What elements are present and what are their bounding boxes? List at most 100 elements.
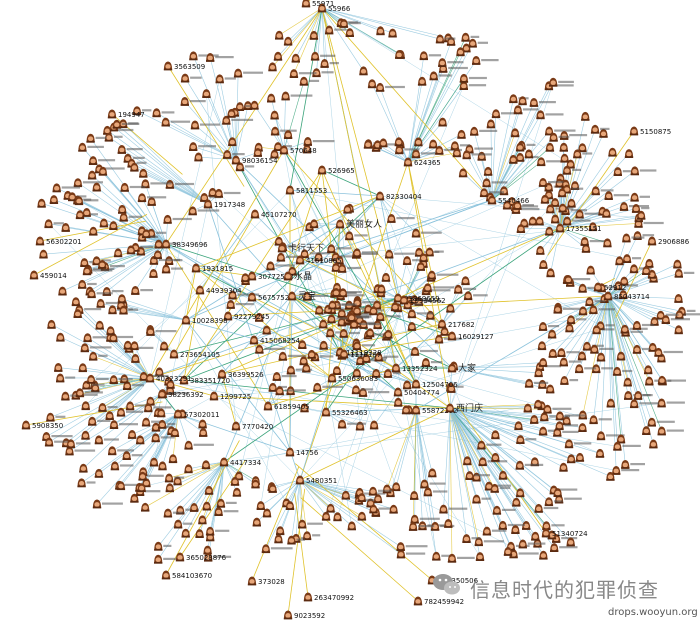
graph-edge	[283, 96, 286, 151]
peripheral-node-icon	[590, 344, 599, 354]
node-label-smudge	[161, 111, 175, 114]
graph-edge	[451, 367, 539, 373]
node-label-smudge	[413, 299, 431, 302]
node-label-smudge	[432, 286, 455, 289]
peripheral-node-icon	[274, 236, 284, 246]
peripheral-node-icon	[204, 485, 214, 495]
node-label-smudge	[643, 394, 653, 397]
outlier-node-icon	[161, 570, 171, 580]
peripheral-node-icon	[80, 258, 89, 267]
node-label-smudge	[564, 414, 586, 417]
peripheral-node-icon	[165, 483, 174, 493]
graph-edge	[343, 324, 364, 355]
peripheral-node-icon	[575, 209, 584, 219]
node-label-smudge	[113, 135, 123, 138]
graph-edge	[343, 335, 453, 355]
node-label-smudge	[287, 354, 307, 357]
peripheral-node-icon	[516, 488, 525, 498]
graph-edge	[582, 295, 609, 416]
peripheral-node-icon	[164, 473, 174, 483]
peripheral-node-icon	[273, 51, 283, 61]
peripheral-node-icon	[616, 434, 626, 444]
graph-edge	[121, 298, 187, 321]
peripheral-node-icon	[465, 471, 474, 480]
node-label-smudge	[171, 267, 184, 270]
peripheral-node-icon	[624, 149, 634, 158]
peripheral-node-icon	[75, 210, 85, 220]
graph-edge	[279, 7, 323, 36]
graph-edge	[299, 479, 352, 527]
hub-node-icon	[411, 379, 421, 389]
peripheral-node-icon	[630, 192, 639, 202]
peripheral-node-icon	[335, 255, 344, 265]
node-label-smudge	[193, 443, 214, 446]
peripheral-node-icon	[352, 341, 362, 351]
node-label-smudge	[341, 291, 362, 294]
node-label-smudge	[135, 404, 147, 407]
graph-edge	[223, 461, 256, 481]
peripheral-node-icon	[141, 179, 150, 189]
graph-edge	[223, 227, 561, 463]
node-label-smudge	[686, 309, 696, 312]
hub-node-icon	[295, 475, 305, 485]
peripheral-node-icon	[414, 137, 423, 147]
node-label-smudge	[136, 161, 147, 164]
outlier-node-icon	[107, 109, 117, 119]
graph-edge	[559, 170, 635, 229]
peripheral-node-icon	[385, 249, 394, 259]
node-label-smudge	[77, 195, 87, 198]
hub-node-icon	[295, 255, 305, 265]
peripheral-node-icon	[674, 268, 683, 278]
node-label-smudge	[605, 324, 615, 327]
peripheral-node-icon	[447, 384, 456, 393]
graph-edge	[321, 7, 325, 64]
peripheral-node-icon	[546, 268, 555, 278]
peripheral-node-icon	[499, 186, 509, 196]
peripheral-node-icon	[401, 405, 411, 415]
node-label-smudge	[569, 134, 588, 137]
peripheral-node-icon	[427, 270, 436, 280]
graph-edge	[449, 407, 516, 530]
node-label-smudge	[553, 500, 563, 503]
peripheral-node-icon	[575, 452, 585, 462]
node-label-smudge	[337, 303, 357, 306]
node-label-smudge	[527, 542, 546, 545]
node-label-smudge	[172, 217, 192, 221]
peripheral-node-icon	[538, 178, 548, 187]
watermark-site: drops.wooyun.org	[608, 607, 698, 618]
peripheral-node-icon	[560, 376, 569, 385]
hub-node-label: 7770420	[242, 423, 273, 431]
node-label-smudge	[378, 489, 392, 492]
node-label-smudge	[163, 557, 180, 560]
peripheral-node-icon	[434, 334, 444, 344]
graph-edge	[339, 351, 594, 420]
peripheral-node-icon	[37, 198, 46, 208]
hub-node-label: 38236392	[168, 391, 204, 399]
peripheral-node-icon	[125, 401, 135, 411]
node-label-smudge	[110, 265, 125, 268]
peripheral-node-icon	[241, 273, 250, 283]
node-label-smudge	[362, 251, 379, 254]
graph-edge	[449, 407, 536, 537]
node-label-smudge	[321, 71, 334, 74]
peripheral-node-icon	[333, 512, 342, 522]
peripheral-node-icon	[82, 208, 91, 217]
peripheral-node-icon	[327, 244, 336, 254]
peripheral-node-icon	[108, 446, 117, 456]
node-label-smudge	[368, 391, 390, 394]
peripheral-node-icon	[562, 165, 572, 175]
graph-edge	[451, 366, 540, 369]
peripheral-node-icon	[520, 218, 529, 228]
peripheral-node-icon	[352, 306, 362, 316]
graph-edge	[265, 479, 301, 549]
node-label-smudge	[336, 317, 348, 320]
peripheral-node-icon	[524, 378, 534, 388]
peripheral-node-icon	[477, 440, 486, 450]
peripheral-node-icon	[166, 379, 175, 389]
graph-edge	[165, 243, 453, 337]
node-label-smudge	[430, 361, 443, 364]
graph-edge	[289, 189, 381, 197]
peripheral-node-icon	[560, 153, 569, 163]
peripheral-node-icon	[411, 228, 421, 238]
graph-edge	[112, 413, 179, 452]
